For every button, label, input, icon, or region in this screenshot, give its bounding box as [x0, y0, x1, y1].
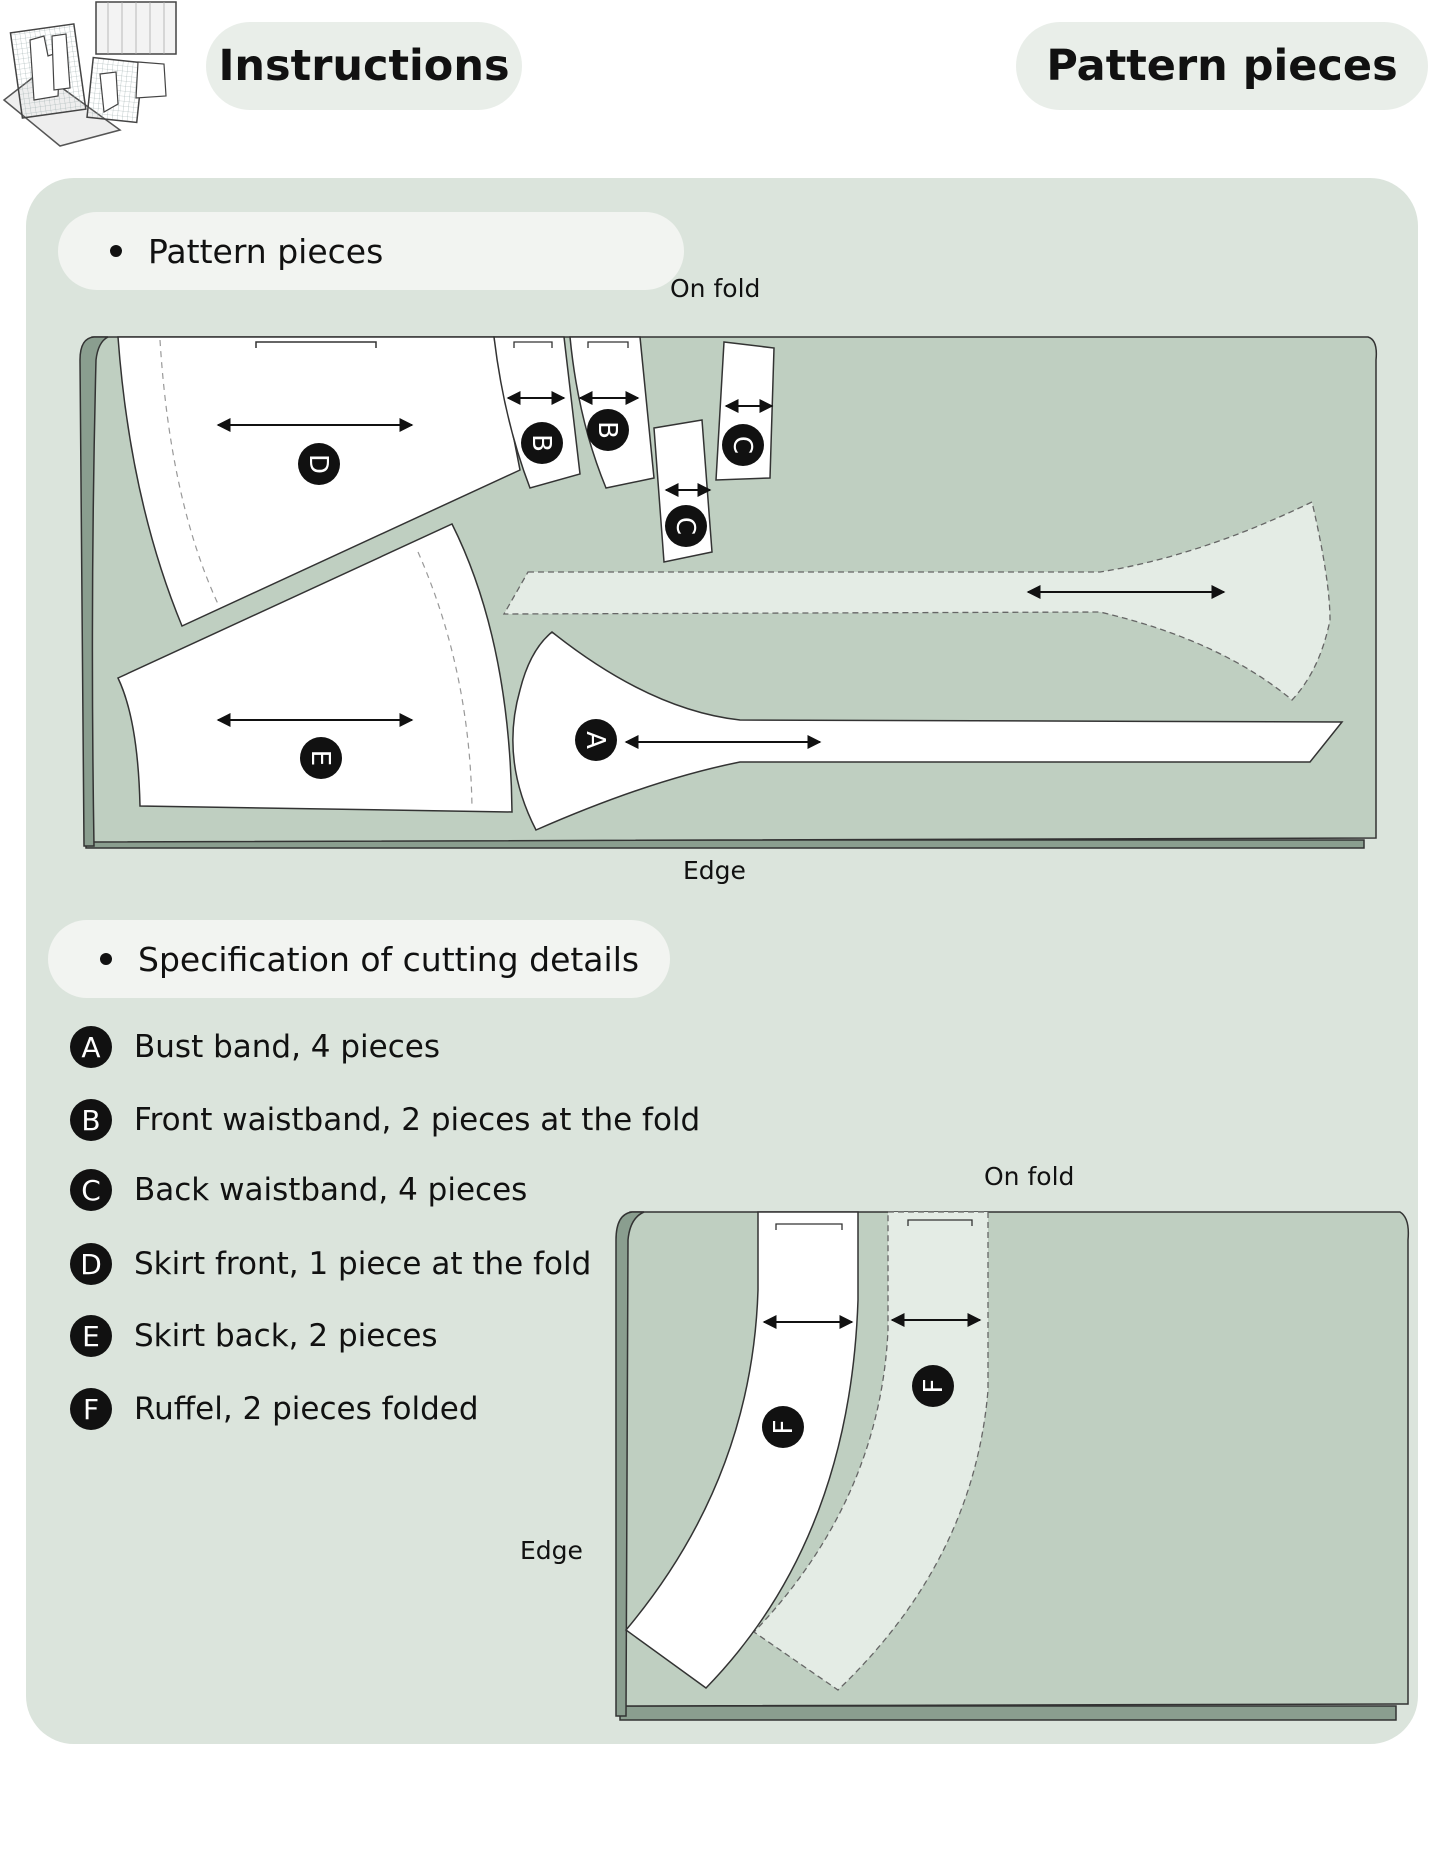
legend-item-E: E Skirt back, 2 pieces [70, 1313, 438, 1359]
legend-label: Ruffel, 2 pieces folded [134, 1391, 479, 1427]
piece-badge-A-letter: A [580, 731, 610, 749]
piece-badge-B-1-letter: B [526, 434, 556, 452]
legend-label: Front waistband, 2 pieces at the fold [134, 1102, 701, 1138]
section-title: Pattern pieces [148, 231, 384, 271]
legend-label: Back waistband, 4 pieces [134, 1172, 528, 1208]
section-title: Specification of cutting details [138, 939, 640, 979]
piece-badge-C-2-letter: C [727, 436, 757, 454]
legend-item-B: B Front waistband, 2 pieces at the fold [70, 1097, 700, 1143]
legend-badge: E [70, 1315, 112, 1357]
legend-item-D: D Skirt front, 1 piece at the fold [70, 1241, 591, 1287]
legend-badge: C [70, 1169, 112, 1211]
piece-badge-B-1: B [521, 422, 563, 464]
piece-badge-B-2: B [587, 409, 629, 451]
section-cutting-details: Specification of cutting details [48, 920, 670, 998]
pattern-thumbnail-icon [0, 0, 180, 150]
legend-badge: F [70, 1388, 112, 1430]
piece-badge-C-1: C [665, 505, 707, 547]
piece-badge-C-2: C [722, 424, 764, 466]
pattern-pieces-tab[interactable]: Pattern pieces [1016, 22, 1428, 110]
pattern-piece-F-mirrored [753, 1211, 989, 1691]
piece-badge-A: A [575, 719, 617, 761]
fold-label: On fold [670, 274, 761, 303]
pattern-piece-A [512, 631, 1344, 831]
legend-label: Bust band, 4 pieces [134, 1029, 440, 1065]
piece-badge-B-2-letter: B [592, 421, 622, 439]
bullet-icon [110, 245, 122, 257]
piece-badge-D-letter: D [303, 454, 333, 474]
legend-item-C: C Back waistband, 4 pieces [70, 1167, 527, 1213]
legend-item-F: F Ruffel, 2 pieces folded [70, 1386, 479, 1432]
edge-label: Edge [683, 856, 746, 885]
instructions-button[interactable]: Instructions [206, 22, 522, 110]
legend-label: Skirt front, 1 piece at the fold [134, 1246, 592, 1282]
fold-label-2: On fold [984, 1162, 1075, 1191]
piece-badge-F-2-letter: F [919, 1379, 949, 1394]
piece-badge-C-1-letter: C [670, 517, 700, 535]
piece-badge-F-1-letter: F [769, 1420, 799, 1435]
piece-badge-D: D [298, 443, 340, 485]
legend-label: Skirt back, 2 pieces [134, 1318, 438, 1354]
bullet-icon [100, 953, 112, 965]
piece-badge-E-letter: E [305, 750, 335, 766]
piece-badge-F-2: F [912, 1365, 954, 1407]
legend-badge: A [70, 1026, 112, 1068]
section-pattern-pieces: Pattern pieces [58, 212, 684, 290]
edge-label-2: Edge [520, 1536, 583, 1565]
legend-badge: D [70, 1243, 112, 1285]
piece-badge-F-1: F [762, 1406, 804, 1448]
legend-item-A: A Bust band, 4 pieces [70, 1024, 440, 1070]
piece-badge-E: E [300, 737, 342, 779]
pattern-piece-F [624, 1211, 859, 1689]
pattern-piece-A-mirrored [502, 501, 1331, 701]
legend-badge: B [70, 1099, 112, 1141]
pattern-piece-E [116, 523, 513, 813]
